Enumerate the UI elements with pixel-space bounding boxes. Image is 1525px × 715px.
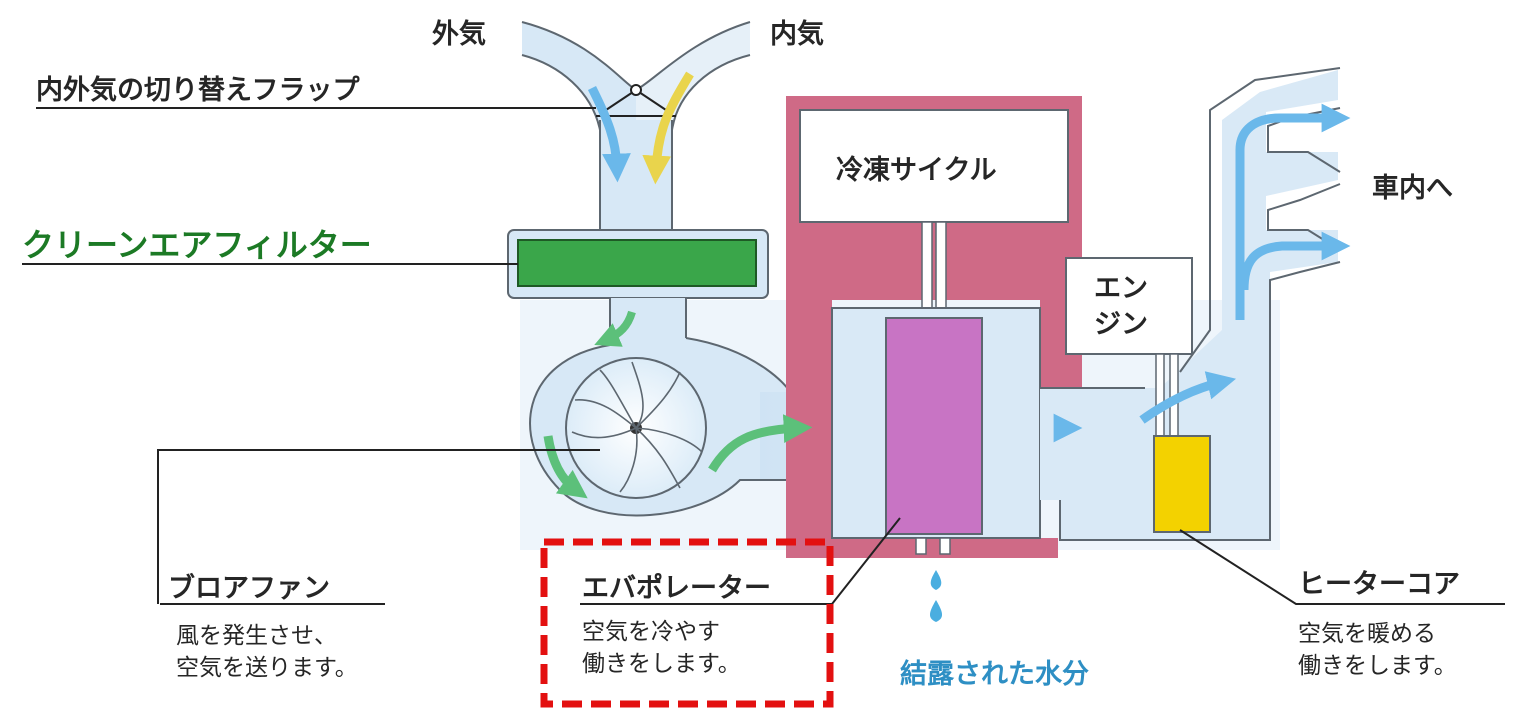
outside-air-label: 外気 xyxy=(432,19,486,50)
blower-fan-label: ブロアファン xyxy=(168,573,330,604)
blower-fan xyxy=(565,357,707,499)
evaporator-highlight-box xyxy=(540,538,834,708)
filter-label: クリーンエアフィルター xyxy=(22,226,372,264)
inside-air-label: 内気 xyxy=(770,19,824,50)
outside-air-arrow xyxy=(587,85,631,183)
outlet-arrow-top xyxy=(1235,103,1351,320)
flap-label: 内外気の切り替えフラップ xyxy=(36,75,360,106)
condensed-water-label: 結露された水分 xyxy=(900,659,1089,690)
clean-air-filter xyxy=(517,239,757,287)
evaporator-label: エバポレーター xyxy=(582,573,771,604)
refrigeration-cycle-label: 冷凍サイクル xyxy=(836,155,997,186)
heater-core-label: ヒーターコア xyxy=(1298,569,1460,600)
engine-box xyxy=(1065,257,1193,355)
engine-label-line1: エン xyxy=(1094,273,1148,304)
outside-air-inlet xyxy=(522,22,636,130)
heater-duct xyxy=(1040,70,1338,540)
heater-core xyxy=(1153,435,1211,533)
outlet-arrow-bottom xyxy=(1239,231,1351,291)
filter-to-fan-arrow xyxy=(594,310,636,347)
engine-label-line2: ジン xyxy=(1094,309,1148,340)
water-droplet-upper xyxy=(930,570,942,590)
fan-outlet-arrow xyxy=(708,414,813,473)
water-droplet-lower xyxy=(929,600,943,622)
fan-swirl-arrow xyxy=(543,435,588,499)
blower-fan-description: 風を発生させ、 空気を送ります。 xyxy=(176,623,358,681)
heater-core-description: 空気を暖める 働きをします。 xyxy=(1298,621,1457,679)
evaporator-description: 空気を冷やす 働きをします。 xyxy=(582,619,741,677)
heater-arrow xyxy=(1139,371,1237,424)
to-cabin-label: 車内へ xyxy=(1372,173,1453,204)
inside-air-arrow xyxy=(642,71,694,185)
refrigeration-cycle-box xyxy=(799,109,1069,223)
